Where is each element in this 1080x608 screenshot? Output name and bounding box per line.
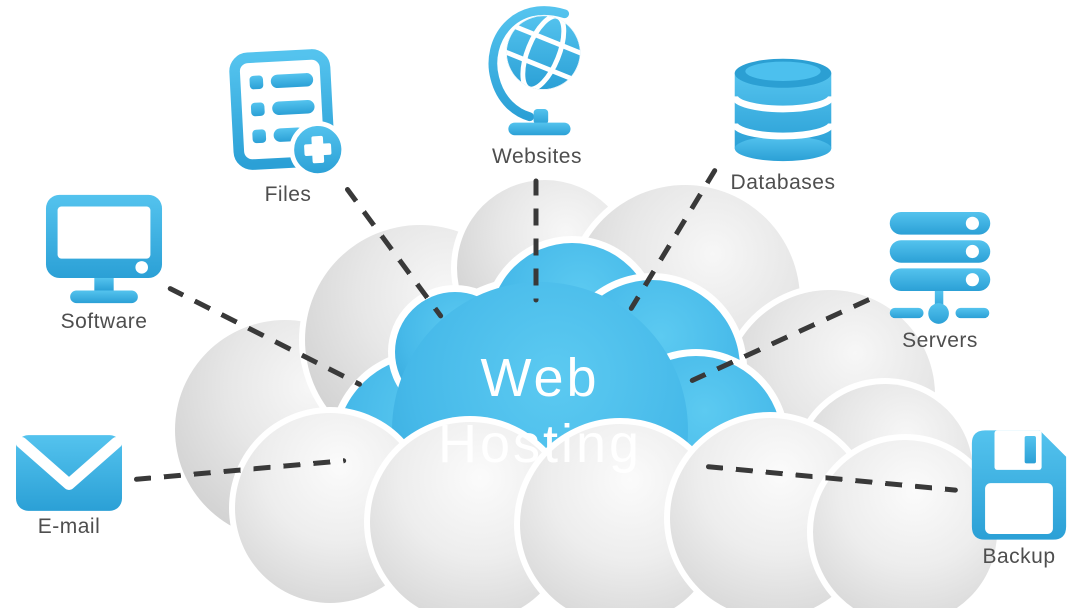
center-title: Web Hosting xyxy=(385,346,695,478)
envelope-icon xyxy=(16,435,122,511)
floppy-disk-icon xyxy=(971,430,1067,540)
node-label-backup: Backup xyxy=(982,545,1056,568)
connector-websites xyxy=(533,178,539,303)
database-stack-icon xyxy=(731,58,835,162)
node-label-email: E-mail xyxy=(37,515,101,538)
node-label-servers: Servers xyxy=(902,329,978,352)
node-label-databases: Databases xyxy=(730,171,836,194)
node-label-websites: Websites xyxy=(492,145,582,168)
node-databases: Databases xyxy=(724,48,842,195)
monitor-icon xyxy=(45,194,163,304)
node-label-software: Software xyxy=(60,310,148,333)
node-servers: Servers xyxy=(884,208,996,353)
center-title-line2: Hosting xyxy=(437,413,643,474)
node-software: Software xyxy=(38,190,170,334)
node-files: Files xyxy=(228,49,348,207)
node-email: E-mail xyxy=(14,434,124,539)
center-title-line1: Web xyxy=(480,348,600,408)
file-list-add-icon xyxy=(229,49,347,179)
node-websites: Websites xyxy=(478,6,596,169)
server-rack-icon xyxy=(889,212,991,324)
node-backup: Backup xyxy=(968,428,1070,569)
node-label-files: Files xyxy=(264,183,312,206)
cloud-puff xyxy=(813,440,997,608)
globe-icon xyxy=(488,6,588,136)
